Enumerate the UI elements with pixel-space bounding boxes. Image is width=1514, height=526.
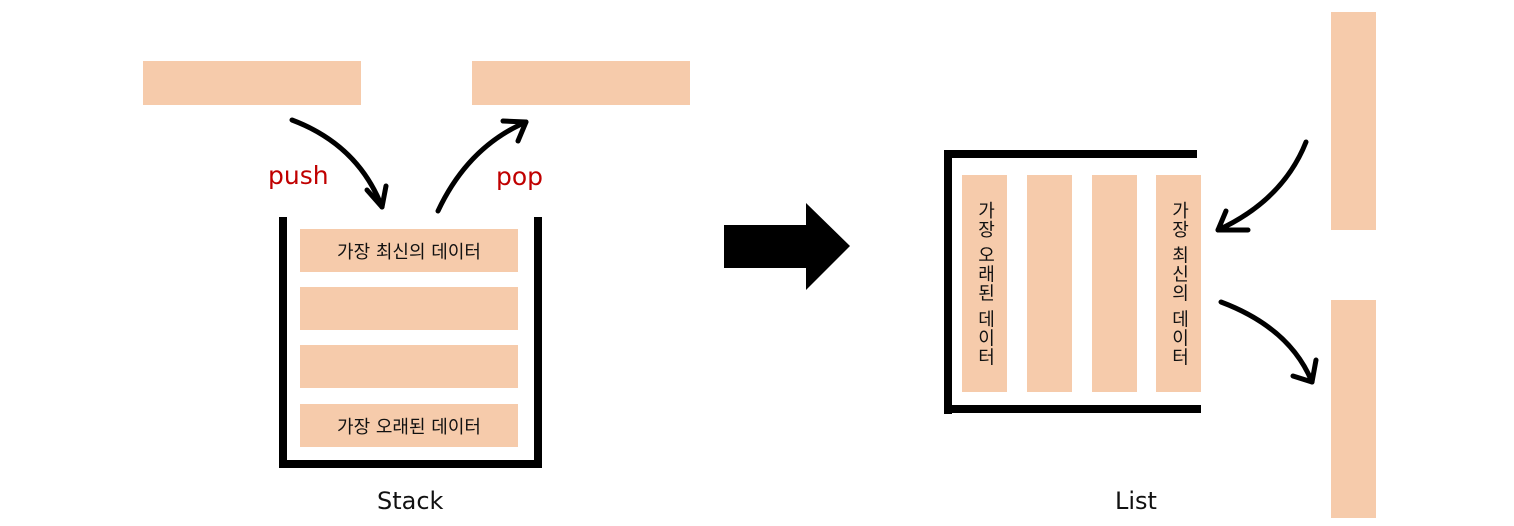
stack-item-top: 가장 최신의 데이터 <box>300 229 518 272</box>
list-bottom-wall <box>944 405 1201 413</box>
stack-left-wall <box>279 217 287 468</box>
stack-push-incoming-item <box>143 61 361 105</box>
list-item-newest: 가장 최신의 데이터 <box>1156 175 1201 392</box>
list-left-wall <box>944 150 952 414</box>
stack-right-wall <box>534 217 542 468</box>
list-newest-label: 가장 최신의 데이터 <box>1168 200 1190 367</box>
pop-label: pop <box>496 162 544 191</box>
list-caption: List <box>1115 487 1157 515</box>
stack-item <box>300 345 518 388</box>
stack-top-label: 가장 최신의 데이터 <box>337 241 481 263</box>
stack-popped-item <box>472 61 690 105</box>
pop-arrow-icon <box>435 118 529 214</box>
list-oldest-label: 가장 오래된 데이터 <box>974 200 996 367</box>
push-arrow-icon <box>289 117 389 210</box>
stack-item <box>300 287 518 330</box>
list-item-oldest: 가장 오래된 데이터 <box>962 175 1007 392</box>
list-top-wall <box>944 150 1197 158</box>
stack-item-bottom: 가장 오래된 데이터 <box>300 404 518 447</box>
stack-caption: Stack <box>377 487 444 515</box>
list-item <box>1027 175 1072 392</box>
list-outgoing-item <box>1331 300 1376 518</box>
list-incoming-item <box>1331 12 1376 230</box>
list-item <box>1092 175 1137 392</box>
push-label: push <box>268 161 329 190</box>
transition-arrow-icon <box>724 203 850 290</box>
list-in-arrow-icon <box>1215 139 1309 233</box>
stack-bottom-label: 가장 오래된 데이터 <box>337 416 481 438</box>
stack-bottom-wall <box>279 460 542 468</box>
list-out-arrow-icon <box>1218 299 1319 385</box>
